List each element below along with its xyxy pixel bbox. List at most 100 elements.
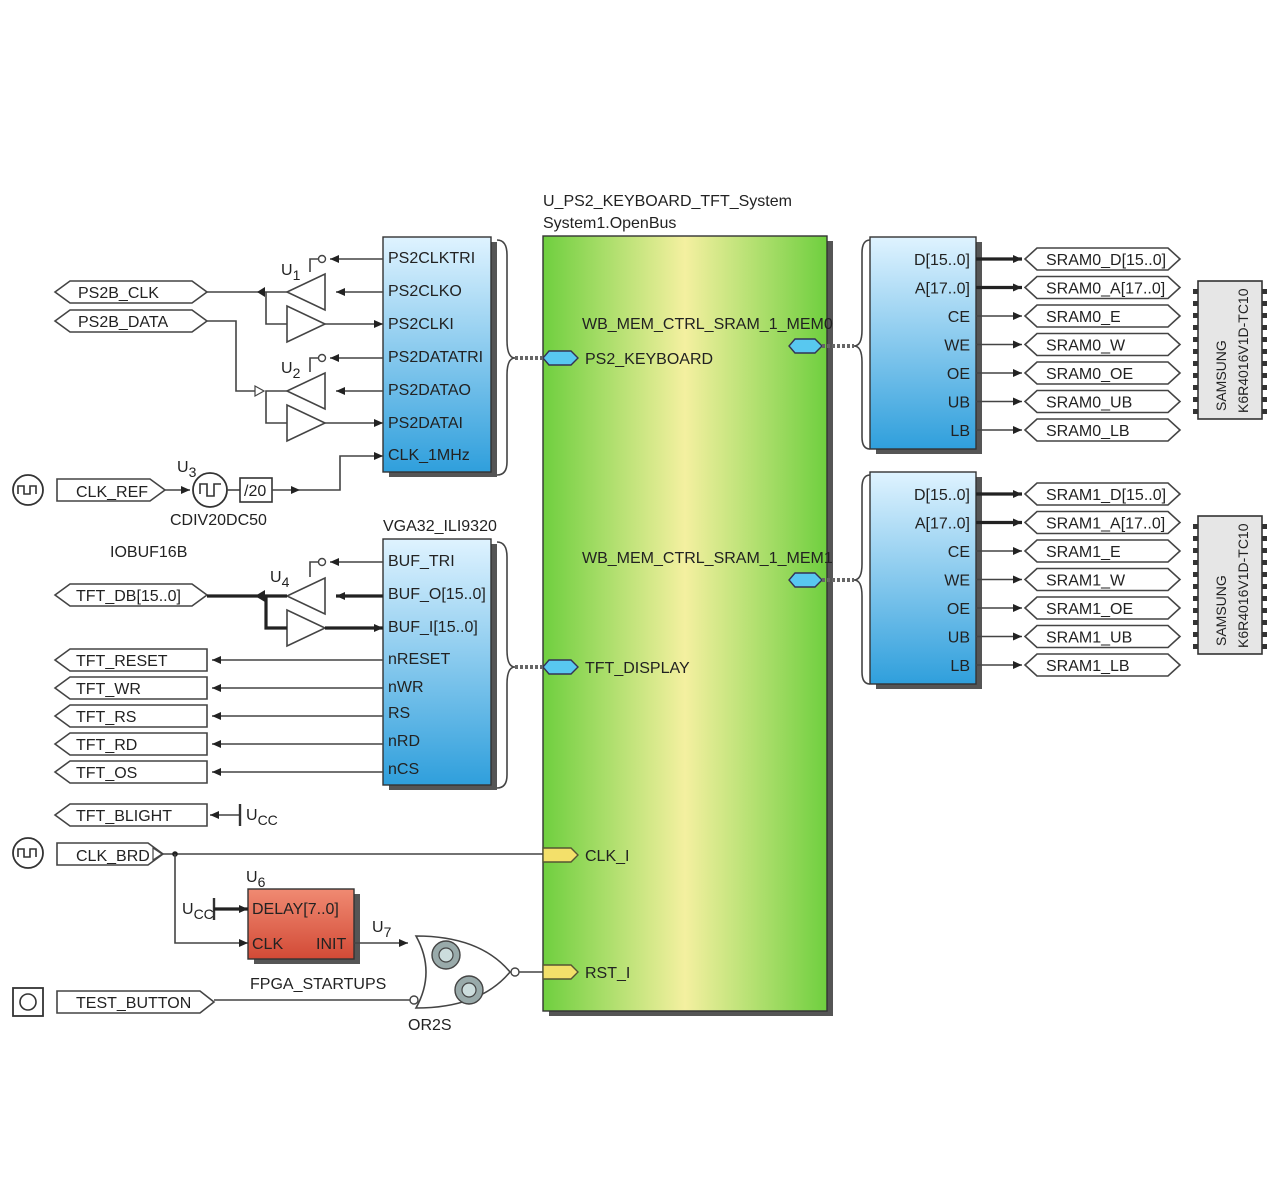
or-gate-icon: OR2S	[408, 935, 543, 1034]
sram-port-label: SRAM0_A[17..0]	[1046, 281, 1165, 298]
ps2-pin: PS2CLKO	[388, 283, 462, 300]
sram-port-label: SRAM0_W	[1046, 338, 1126, 355]
sram-port	[1023, 361, 1182, 385]
chip-maker: SAMSUNG	[1213, 575, 1229, 646]
sram-port-label: SRAM1_W	[1046, 573, 1126, 590]
tft-control-label: TFT_RS	[76, 709, 136, 726]
u1-label: U1	[281, 262, 301, 283]
tft-control-label: TFT_OS	[76, 765, 137, 782]
ps2b-clk-port: PS2B_CLK	[53, 280, 209, 304]
vga-pin: BUF_TRI	[388, 553, 455, 570]
vga-title: VGA32_ILI9320	[383, 518, 497, 535]
iobuf-label: IOBUF16B	[110, 544, 187, 561]
sram-port	[1023, 275, 1182, 300]
button-source-icon	[12, 987, 44, 1017]
sram-port-label: SRAM0_UB	[1046, 395, 1132, 412]
ps2-pin: PS2CLKTRI	[388, 250, 475, 267]
mem0-pin-icon	[788, 338, 823, 354]
test-button-wiring: TEST_BUTTON	[12, 987, 410, 1017]
sram-port	[1023, 653, 1182, 677]
sram-port	[1023, 304, 1182, 328]
test-button-port	[56, 990, 216, 1014]
sram-port-label: SRAM0_E	[1046, 309, 1121, 326]
mem-pin: OE	[947, 366, 970, 383]
or-gate-label: OR2S	[408, 1017, 452, 1034]
u2-out-buffer-icon	[285, 371, 326, 411]
pin-tft-display: TFT_DISPLAY	[585, 660, 690, 677]
tft-control-port	[53, 648, 208, 672]
tft-control-label: TFT_WR	[76, 681, 141, 698]
pin-clk-i: CLK_I	[585, 848, 629, 865]
mem-pin: UB	[948, 395, 970, 412]
vga-pin: nRESET	[388, 651, 450, 668]
ps2-pin: PS2DATAO	[388, 382, 471, 399]
ps2-block: PS2CLKTRIPS2CLKOPS2CLKIPS2DATATRIPS2DATA…	[382, 236, 543, 477]
sram-port-label: SRAM0_OE	[1046, 366, 1133, 383]
mem-pin: A[17..0]	[915, 281, 970, 298]
vga-pin: nCS	[388, 761, 419, 778]
ucc-label-2: UCC	[182, 901, 214, 922]
clk-brd-wiring: CLK_BRD	[12, 837, 543, 947]
tft-blight-port	[53, 803, 208, 827]
u1-in-buffer-icon	[286, 304, 327, 344]
sram-port-label: SRAM1_A[17..0]	[1046, 516, 1165, 533]
u2-label: U2	[281, 360, 301, 381]
svg-text:TEST_BUTTON: TEST_BUTTON	[76, 995, 191, 1012]
vga-pin: BUF_O[15..0]	[388, 586, 486, 603]
pin-delay: DELAY[7..0]	[252, 901, 339, 918]
sram-port	[1023, 567, 1182, 592]
clock-source-icon	[12, 474, 44, 506]
sram-port-label: SRAM1_OE	[1046, 601, 1133, 618]
clk-ref-port	[56, 478, 167, 502]
rst-i-pin-icon	[542, 964, 579, 980]
ps2-pin: PS2DATATRI	[388, 349, 483, 366]
sram-port	[1023, 510, 1182, 535]
clkdiv-name: CDIV20DC50	[170, 512, 267, 529]
sram-port	[1023, 624, 1182, 649]
pin-ps2-keyboard: PS2_KEYBOARD	[585, 351, 713, 368]
u2-in-buffer-icon	[286, 403, 327, 443]
mem-pin: CE	[948, 544, 970, 561]
sram-port-label: SRAM0_D[15..0]	[1046, 252, 1166, 269]
sram0-block: D[15..0]SRAM0_D[15..0]A[17..0]SRAM0_A[17…	[822, 236, 1267, 454]
ps2-buffer-wiring: U1 U2	[207, 254, 383, 443]
mem1-pin-icon	[788, 572, 823, 588]
vga-pin: RS	[388, 705, 410, 722]
sram-port	[1023, 596, 1182, 620]
sram1-block: D[15..0]SRAM1_D[15..0]A[17..0]SRAM1_A[17…	[822, 471, 1267, 689]
mem-pin: D[15..0]	[914, 487, 970, 504]
sram-port-label: SRAM1_E	[1046, 544, 1121, 561]
clk-brd-port	[56, 842, 165, 866]
system-instance-label: U_PS2_KEYBOARD_TFT_System	[543, 193, 792, 210]
divider-value: /20	[244, 483, 266, 500]
mem-pin: WE	[944, 573, 970, 590]
pin-rst-i: RST_I	[585, 965, 630, 982]
tft-control-label: TFT_RD	[76, 737, 137, 754]
u1-out-buffer-icon	[285, 272, 326, 312]
ps2-keyboard-pin-icon	[542, 350, 579, 366]
ps2-pin: CLK_1MHz	[388, 447, 470, 464]
svg-text:CLK_REF: CLK_REF	[76, 484, 148, 501]
svg-text:CLK_BRD: CLK_BRD	[76, 848, 150, 865]
clock-divider-icon	[192, 472, 228, 508]
svg-text:TFT_DB[15..0]: TFT_DB[15..0]	[76, 588, 181, 605]
svg-text:PS2B_DATA: PS2B_DATA	[78, 314, 168, 331]
sram-port	[1023, 389, 1182, 414]
mem-pin: CE	[948, 309, 970, 326]
sram-port	[1023, 332, 1182, 357]
sram-port	[1023, 247, 1182, 271]
clock-source-icon-2	[12, 837, 44, 869]
system-block: U_PS2_KEYBOARD_TFT_System System1.OpenBu…	[542, 193, 833, 1016]
mem-pin: LB	[950, 423, 970, 440]
tft-control-port	[53, 676, 208, 700]
mem0-label: WB_MEM_CTRL_SRAM_1_MEM0	[582, 316, 833, 333]
mem-pin: WE	[944, 338, 970, 355]
u4-out-buffer-icon	[285, 576, 326, 616]
mem-pin: LB	[950, 658, 970, 675]
vga-pin: nRD	[388, 733, 420, 750]
sram-port-label: SRAM0_LB	[1046, 423, 1130, 440]
tft-blight-wiring: TFT_BLIGHT UCC	[53, 803, 278, 828]
